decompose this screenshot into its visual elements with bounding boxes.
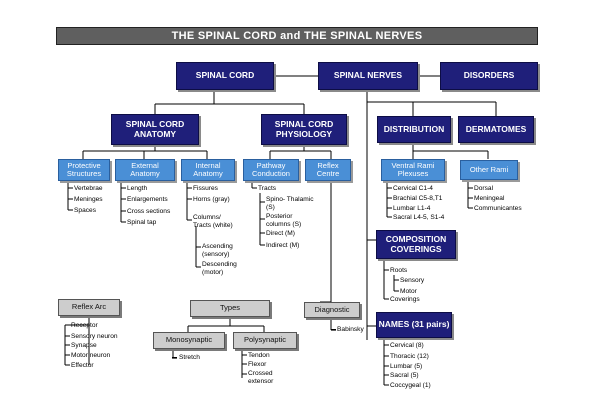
list-item: Columns/ Tracts (white): [193, 214, 233, 229]
node-spinal-cord-anatomy: SPINAL CORD ANATOMY: [111, 114, 199, 145]
list-item: Descending (motor): [202, 261, 237, 276]
list-item: Effector: [71, 362, 94, 369]
node-types: Types: [190, 300, 270, 317]
list-item: Coccygeal (1): [390, 382, 431, 389]
node-composition-coverings: COMPOSITION COVERINGS: [376, 230, 456, 259]
node-spinal-cord-physiology: SPINAL CORD PHYSIOLOGY: [261, 114, 347, 145]
list-item: Tendon: [248, 352, 270, 359]
node-spinal-cord: SPINAL CORD: [176, 62, 274, 90]
list-item: Lumbar (5): [390, 363, 423, 370]
list-item: Sacral (5): [390, 372, 419, 379]
list-item: Sensory: [400, 277, 425, 284]
list-item: Coverings: [390, 296, 420, 303]
node-other-rami: Other Rami: [460, 160, 518, 180]
list-item: Fissures: [193, 185, 218, 192]
list-item: Ascending (sensory): [202, 243, 233, 258]
node-spinal-nerves: SPINAL NERVES: [318, 62, 418, 90]
list-item: Indirect (M): [266, 242, 300, 249]
node-monosynaptic: Monosynaptic: [153, 332, 225, 349]
list-item: Meningeal: [474, 195, 505, 202]
list-item: Spino- Thalamic (S): [266, 196, 314, 211]
node-external-anatomy: External Anatomy: [115, 159, 175, 181]
list-item: Communicantes: [474, 205, 522, 212]
node-names: NAMES (31 pairs): [376, 312, 452, 338]
list-item: Length: [127, 185, 148, 192]
list-item: Dorsal: [474, 185, 494, 192]
node-dermatomes: DERMATOMES: [458, 116, 534, 143]
list-item: Horns (gray): [193, 196, 230, 203]
node-distribution: DISTRIBUTION: [377, 116, 451, 143]
list-item: Brachial C5-8,T1: [393, 195, 443, 202]
list-item: Receptor: [71, 322, 98, 329]
node-polysynaptic: Polysynaptic: [233, 332, 297, 349]
list-item: Direct (M): [266, 230, 295, 237]
list-item: Sacral L4-5, S1-4: [393, 214, 445, 221]
bullet-marks: [172, 329, 336, 359]
list-item: Stretch: [179, 354, 200, 361]
list-item: Motor neuron: [71, 352, 111, 359]
list-item: Babinsky: [337, 326, 364, 333]
list-item: Spaces: [74, 207, 96, 214]
diagram-title: THE SPINAL CORD and THE SPINAL NERVES: [56, 27, 538, 45]
list-item: Spinal tap: [127, 219, 157, 226]
list-item: Thoracic (12): [390, 353, 429, 360]
node-internal-anatomy: Internal Anatomy: [181, 159, 235, 181]
list-item: Roots: [390, 267, 408, 274]
node-ventral-rami-plexuses: Ventral Rami Plexuses: [381, 159, 445, 181]
list-item: Cervical (8): [390, 342, 424, 349]
list-item: Synapse: [71, 342, 97, 349]
list-item: Posterior columns (S): [266, 213, 302, 228]
list-item: Enlargements: [127, 196, 168, 203]
node-reflex-centre: Reflex Centre: [305, 159, 351, 181]
list-item: Cross sections: [127, 208, 171, 215]
list-item: Lumbar L1-4: [393, 205, 431, 212]
node-disorders: DISORDERS: [440, 62, 538, 90]
list-item: Motor: [400, 288, 417, 295]
node-protective-structures: Protective Structures: [58, 159, 110, 181]
list-item: Cervical C1-4: [393, 185, 433, 192]
list-item: Tracts: [258, 185, 277, 192]
node-pathway-conduction: Pathway Conduction: [243, 159, 299, 181]
node-reflex-arc: Reflex Arc: [58, 299, 120, 316]
list-item: Flexor: [248, 361, 267, 368]
list-item: Vertebrae: [74, 185, 103, 192]
list-item: Sensory neuron: [71, 333, 118, 340]
node-diagnostic: Diagnostic: [304, 302, 360, 318]
list-item: Crossed extensor: [248, 370, 274, 385]
list-item: Meninges: [74, 196, 103, 203]
